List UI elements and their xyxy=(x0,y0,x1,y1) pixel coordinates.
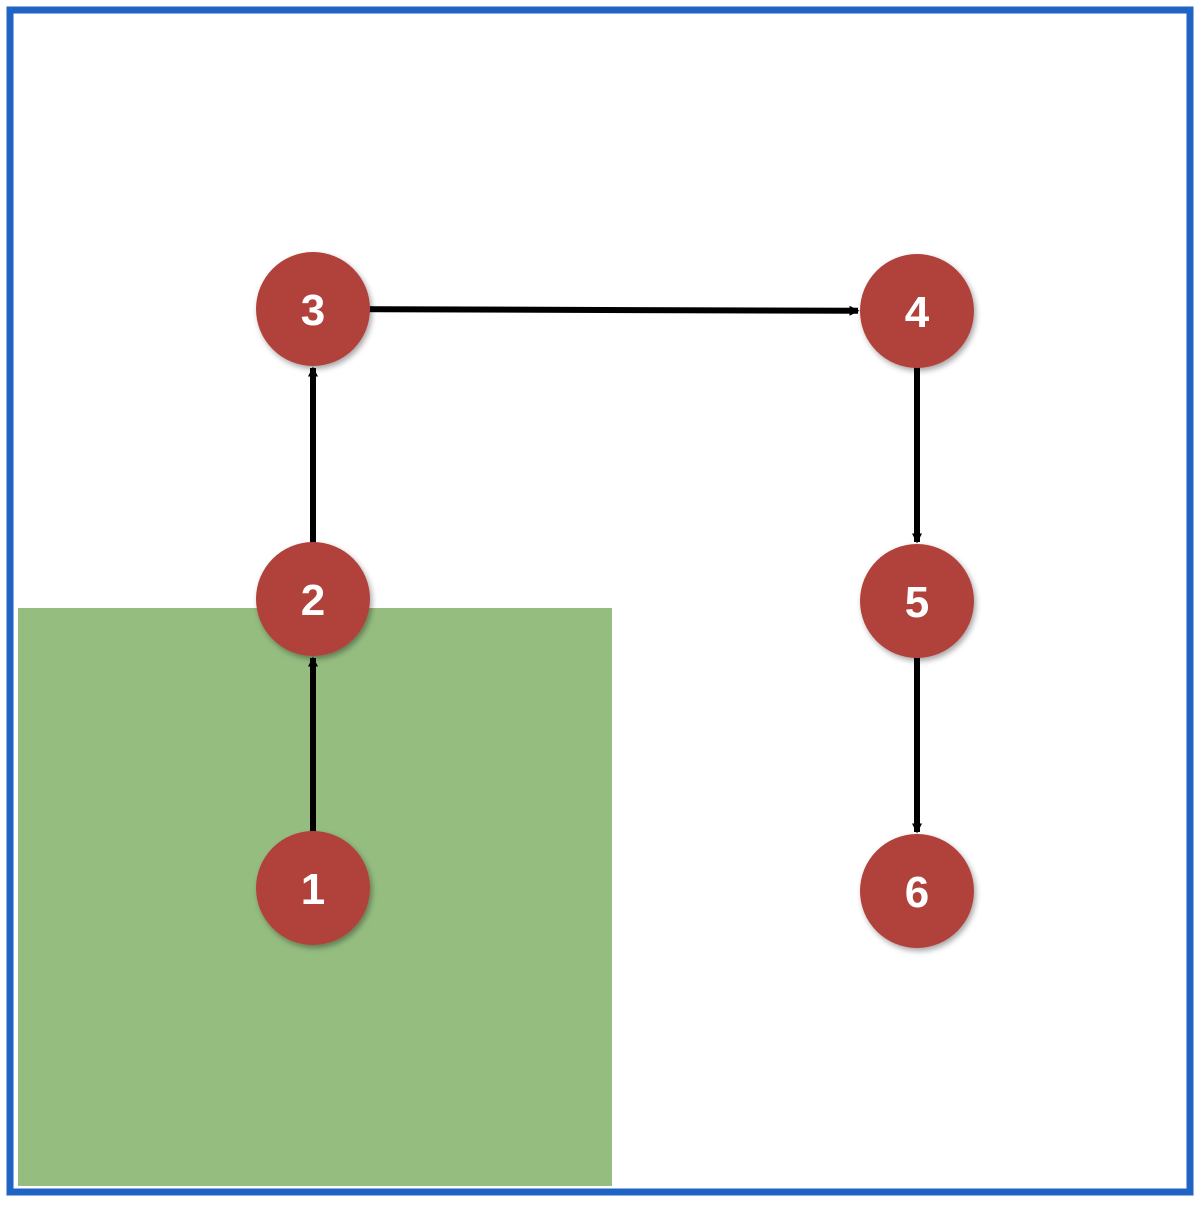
node-2-circle xyxy=(256,542,370,656)
node-5-label: 5 xyxy=(905,578,929,627)
node-3-circle xyxy=(256,252,370,366)
node-6-circle xyxy=(860,834,974,948)
node-3-label: 3 xyxy=(301,286,325,335)
node-6: 6 xyxy=(860,834,974,948)
edges-group xyxy=(308,305,922,845)
node-4-circle xyxy=(860,254,974,368)
edge-3-to-4 xyxy=(355,305,860,316)
node-2-label: 2 xyxy=(301,576,325,625)
node-4: 4 xyxy=(860,254,974,368)
outer-border xyxy=(6,6,1194,1196)
node-1-circle xyxy=(256,831,370,945)
node-2: 2 xyxy=(256,542,370,656)
node-5-circle xyxy=(860,544,974,658)
node-6-label: 6 xyxy=(905,868,929,917)
node-3: 3 xyxy=(256,252,370,366)
node-1-label: 1 xyxy=(301,865,325,914)
node-5: 5 xyxy=(860,544,974,658)
node-1: 1 xyxy=(256,831,370,945)
node-4-label: 4 xyxy=(905,288,930,337)
nodes-group: 1 2 3 4 5 6 xyxy=(256,252,974,948)
